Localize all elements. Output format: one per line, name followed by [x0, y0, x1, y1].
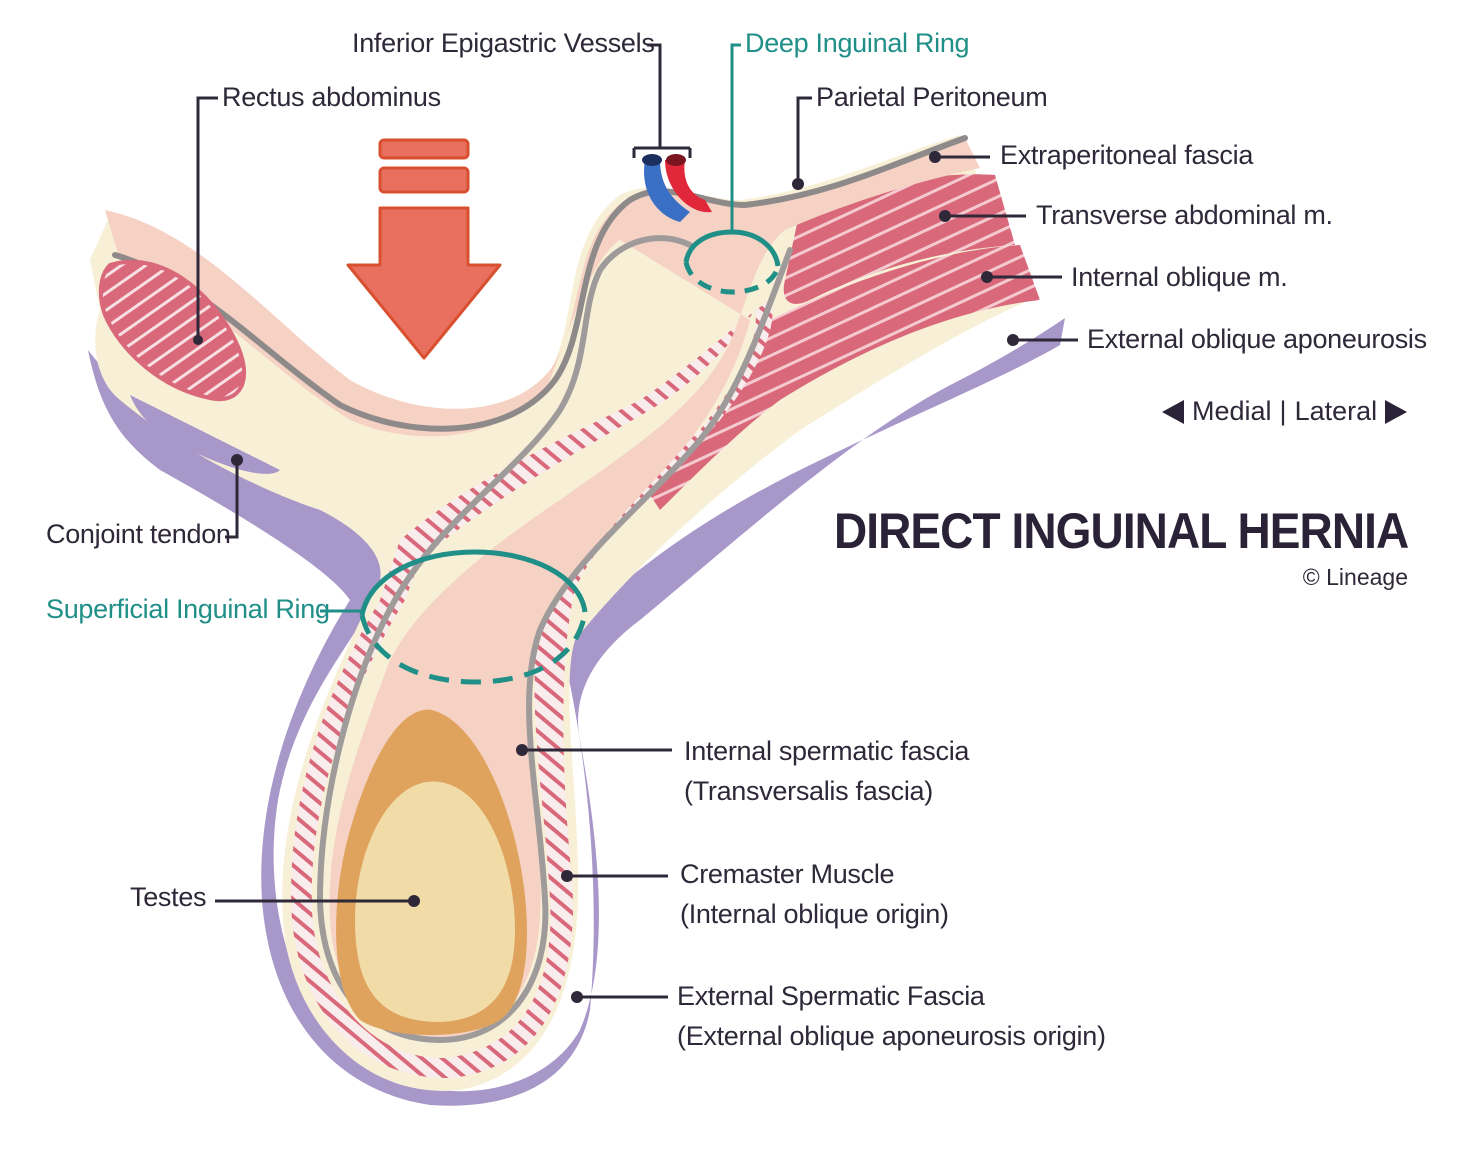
label-internal-oblique-origin: (Internal oblique origin): [680, 899, 949, 929]
orientation-separator: |: [1279, 396, 1287, 426]
diagram-title: DIRECT INGUINAL HERNIA: [833, 503, 1409, 559]
arrow-bar-mid: [378, 166, 470, 194]
rectus-abdominus-muscle: [98, 259, 246, 402]
label-parietal-peritoneum: Parietal Peritoneum: [816, 82, 1048, 112]
peritoneum-sac: [105, 138, 980, 1040]
leader-inferior-epigastric: [632, 43, 692, 158]
superficial-ring-bottom: [359, 611, 588, 685]
teal-leader-lines: [320, 43, 741, 613]
hernia-arrow: [346, 206, 502, 360]
parietal-peritoneum-line: [112, 135, 968, 432]
vein-vessel: [644, 160, 690, 222]
label-superficial-inguinal-ring: Superficial Inguinal Ring: [46, 594, 330, 624]
leader-deep-ring: [730, 43, 741, 232]
label-transversalis-fascia: (Transversalis fascia): [684, 776, 933, 806]
label-internal-oblique: Internal oblique m.: [1071, 262, 1288, 292]
label-transverse-abdominal: Transverse abdominal m.: [1036, 200, 1333, 230]
vein-lumen: [642, 154, 662, 166]
internal-oblique-muscle: [640, 245, 1040, 510]
label-extraperitoneal-fascia: Extraperitoneal fascia: [1000, 140, 1254, 170]
deep-ring-bottom: [683, 261, 781, 295]
lateral-label: Lateral: [1294, 396, 1378, 426]
label-conjoint-tendon: Conjoint tendon: [46, 519, 231, 549]
label-cremaster-muscle: Cremaster Muscle: [680, 859, 895, 889]
conjoint-tendon: [130, 395, 280, 474]
label-inferior-epigastric-vessels: Inferior Epigastric Vessels: [352, 28, 655, 58]
leader-rectus: [196, 96, 218, 340]
testis-core: [355, 781, 515, 1022]
artery-lumen: [666, 154, 686, 166]
label-external-spermatic-fascia: External Spermatic Fascia: [677, 981, 985, 1011]
label-external-oblique-origin: (External oblique aponeurosis origin): [677, 1021, 1106, 1051]
leader-dots: [193, 151, 1019, 1003]
leader-parietal-peritoneum: [796, 96, 812, 182]
label-deep-inguinal-ring: Deep Inguinal Ring: [745, 28, 970, 58]
label-testes: Testes: [130, 882, 207, 912]
arrow-bar-top: [378, 138, 470, 160]
label-rectus-abdominus: Rectus abdominus: [222, 82, 441, 112]
label-external-oblique-aponeurosis: External oblique aponeurosis: [1087, 324, 1427, 354]
leader-lines: [196, 43, 1078, 999]
superficial-ring-top: [359, 549, 588, 616]
copyright: © Lineage: [1302, 564, 1408, 590]
medial-label: Medial: [1192, 396, 1272, 426]
leader-conjoint: [225, 460, 239, 539]
label-internal-spermatic-fascia: Internal spermatic fascia: [684, 736, 970, 766]
artery-vessel: [665, 160, 712, 213]
lateral-arrow-icon: [1385, 399, 1408, 424]
orientation-legend: Medial | Lateral: [1162, 396, 1408, 427]
medial-arrow-icon: [1162, 399, 1184, 424]
